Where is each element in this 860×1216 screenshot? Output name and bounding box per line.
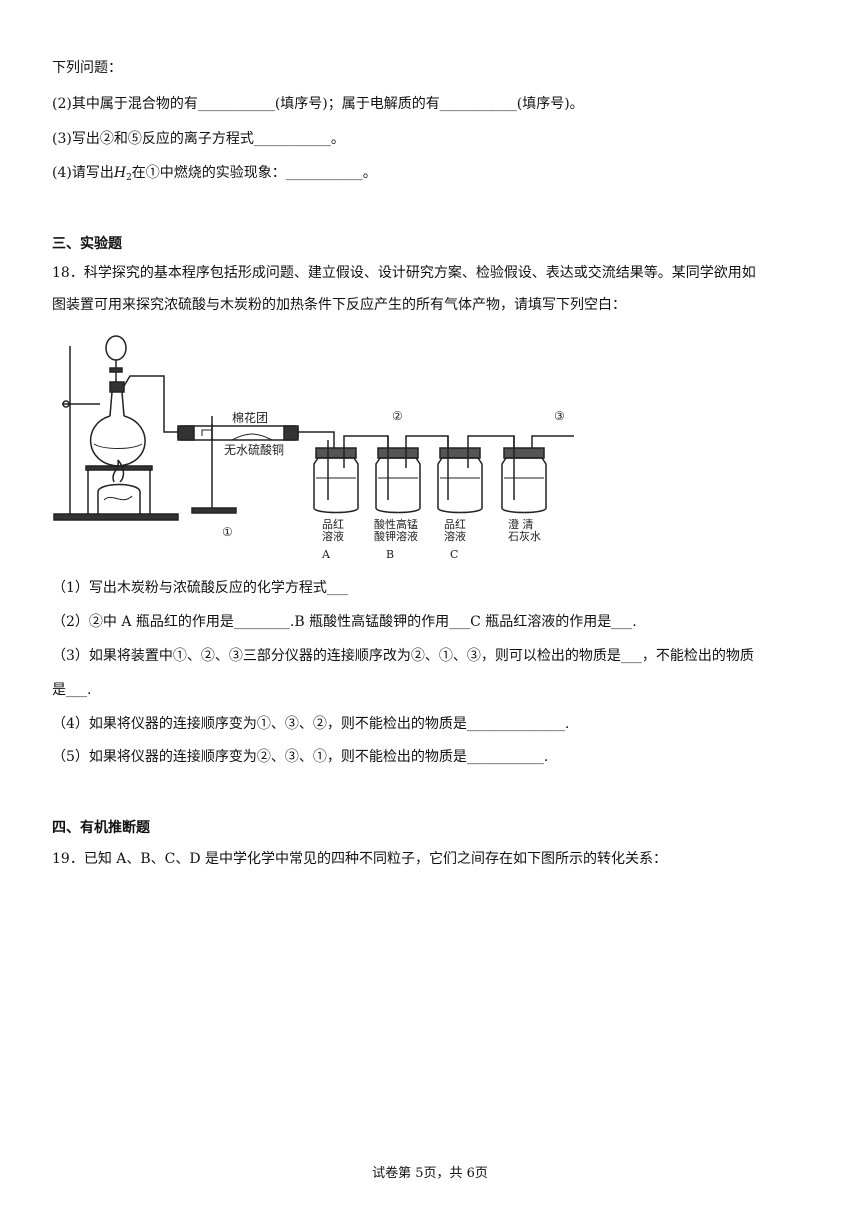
clamp-knob-1	[62, 400, 70, 408]
label-num2: ②	[392, 409, 403, 423]
flame	[112, 459, 125, 483]
question-4-suffix: 在①中燃烧的实验现象：___________。	[131, 165, 377, 181]
question-18-line2: 图装置可用来探究浓硫酸与木炭粉的加热条件下反应产生的所有气体产物，请填写下列空白…	[52, 297, 626, 313]
bottle-c	[437, 436, 483, 514]
link-b-c	[405, 435, 449, 448]
part-2: （2）②中 A 瓶品红的作用是________.B 瓶酸性高锰酸钾的作用___C…	[52, 614, 637, 630]
bottle-letter-a: A	[321, 548, 331, 561]
section-heading-experiment: 三、实验题	[52, 236, 122, 252]
apparatus-diagram: 棉花团 无水硫酸铜 ① ② ③ 品红 溶液 酸性高锰 酸钾溶液 品红 溶液 澄 …	[53, 335, 574, 561]
question-19: 19．已知 A、B、C、D 是中学化学中常见的四种不同粒子，它们之间存在如下图所…	[52, 851, 668, 867]
question-4-prefix: (4)请写出	[52, 165, 114, 181]
part-1: （1）写出木炭粉与浓硫酸反应的化学方程式___	[52, 580, 348, 596]
bottle-b-label-1: 酸性高锰	[374, 517, 418, 531]
page-footer: 试卷第 5页，共 6页	[372, 1166, 488, 1181]
question-4: (4)请写出H2在①中燃烧的实验现象：___________。	[52, 163, 377, 188]
bottle-a-label-2: 溶液	[322, 529, 344, 543]
stand-base-1	[53, 513, 179, 521]
bottle-letter-c: C	[450, 548, 458, 561]
question-2: (2)其中属于混合物的有___________(填序号)；属于电解质的有____…	[52, 96, 584, 112]
part-4: （4）如果将仪器的连接顺序变为①、③、②，则不能检出的物质是__________…	[52, 716, 570, 732]
bottle-b	[375, 436, 421, 514]
bottle-c-label-1: 品红	[444, 518, 466, 531]
bottle-a-label-1: 品红	[322, 518, 344, 531]
delivery-tube-2	[298, 431, 335, 448]
hydrogen-symbol: H	[113, 165, 127, 181]
stand-base-2	[191, 507, 237, 514]
bottle-d-label-1: 澄 清	[508, 517, 534, 531]
part-3-line1: （3）如果将装置中①、②、③三部分仪器的连接顺序改为②、①、③，则可以检出的物质…	[52, 648, 754, 664]
bottle-d-label-2: 石灰水	[508, 529, 541, 543]
alcohol-lamp	[97, 483, 141, 514]
round-flask	[89, 415, 146, 467]
question-3: (3)写出②和⑤反应的离子方程式___________。	[52, 131, 345, 147]
label-num3: ③	[554, 409, 565, 423]
bottle-a	[313, 440, 359, 514]
bottle-c-label-2: 溶液	[444, 529, 466, 543]
bottle-letter-b: B	[386, 548, 394, 561]
gauze	[85, 465, 153, 471]
bottle-d	[501, 435, 574, 514]
hydrogen-subscript: 2	[126, 173, 132, 183]
delivery-tube-1	[123, 375, 178, 433]
link-a-b	[343, 435, 389, 448]
flask-stopper	[109, 381, 125, 393]
sep-funnel	[105, 335, 127, 361]
part-5: （5）如果将仪器的连接顺序变为②、③、①，则不能检出的物质是__________…	[52, 749, 549, 765]
bottle-b-label-2: 酸钾溶液	[374, 529, 418, 543]
part-3-line2: 是___.	[52, 682, 92, 698]
link-c-d	[467, 435, 515, 448]
label-cotton: 棉花团	[232, 410, 268, 425]
drying-tube	[177, 425, 299, 441]
label-anhydrous: 无水硫酸铜	[224, 442, 284, 457]
label-num1: ①	[222, 525, 233, 539]
section-heading-organic: 四、有机推断题	[52, 820, 150, 836]
question-18-line1: 18．科学探究的基本程序包括形成问题、建立假设、设计研究方案、检验假设、表达或交…	[52, 265, 756, 281]
intro-text: 下列问题：	[52, 60, 122, 76]
